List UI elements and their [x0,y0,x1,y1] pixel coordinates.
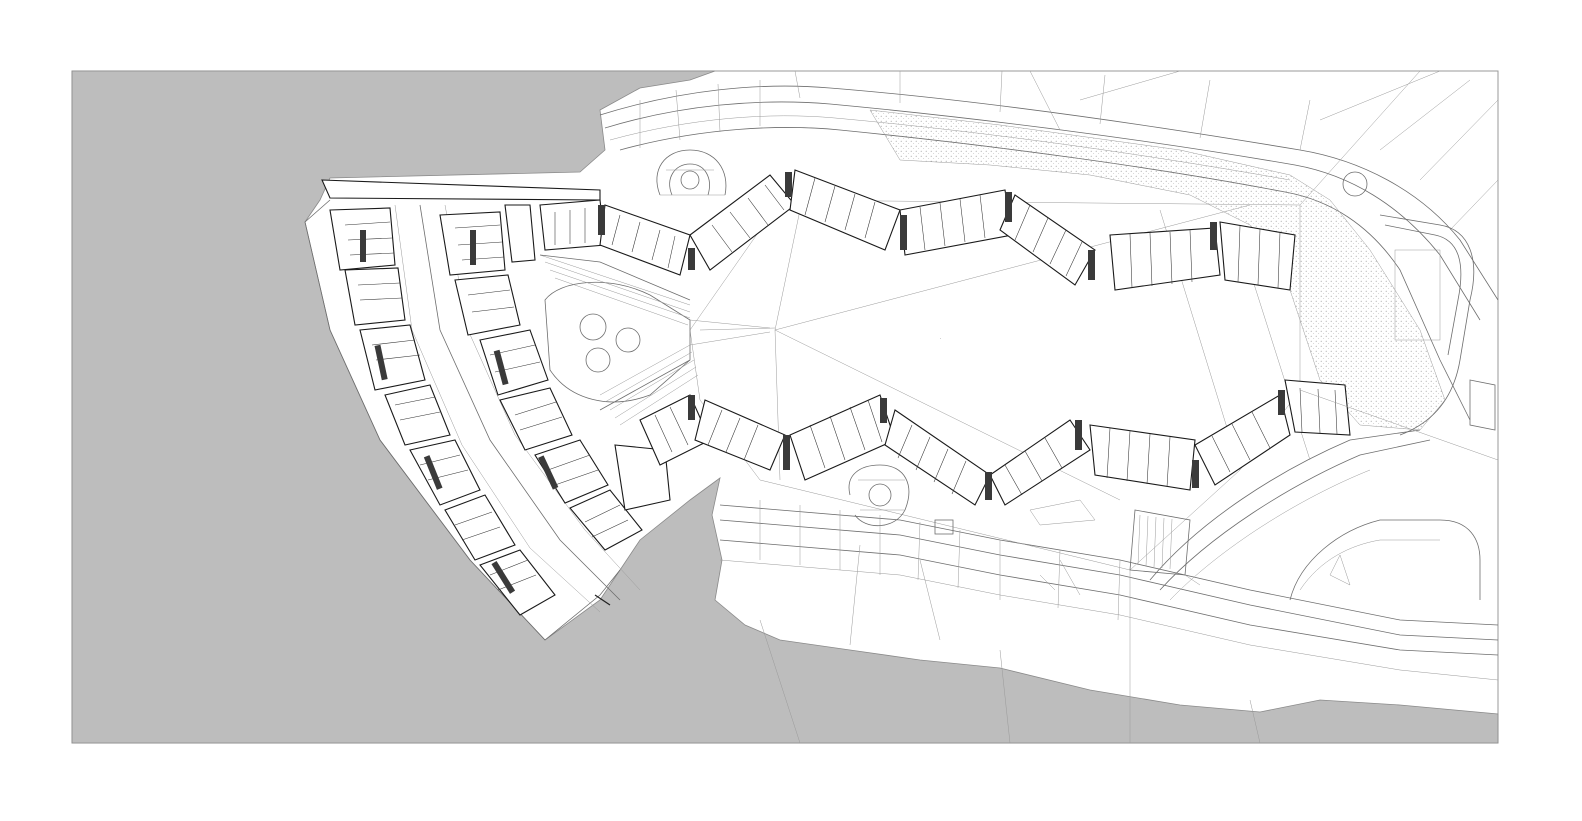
north-spiral-ramp [656,149,727,196]
southeast-stairs [1029,499,1191,576]
site-grid-lines [759,70,1499,744]
water-area [71,70,1499,744]
north-zigzag-block [539,169,1296,291]
svg-text:·: · [940,336,941,341]
north-embankment [869,109,1446,431]
east-roundabout [1342,171,1496,436]
south-zigzag-block [639,379,1351,506]
fan-units-outer [329,207,556,616]
south-spiral-ramp [848,464,954,535]
south-road [719,429,1499,681]
west-fan-block [304,179,671,641]
circular-plaza [539,254,776,426]
fan-units-inner [439,211,643,551]
